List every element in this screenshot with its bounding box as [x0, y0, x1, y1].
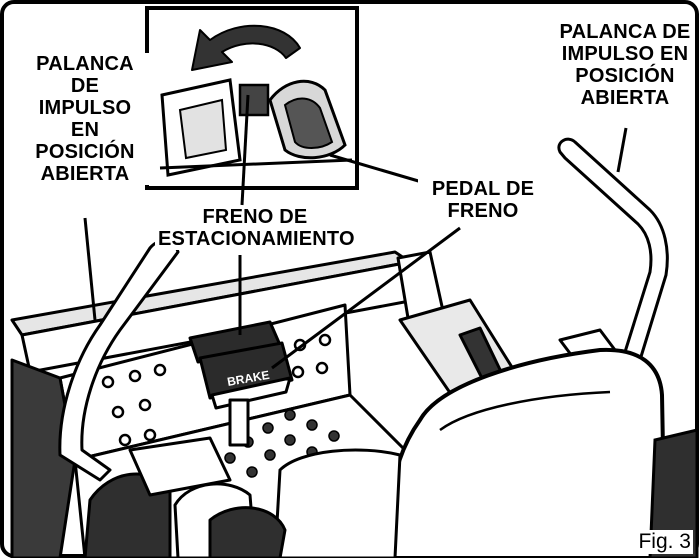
left-lever-line-6: ABIERTA	[20, 163, 150, 185]
right-motion-lever	[557, 137, 669, 362]
left-lever-line-2: DE	[20, 75, 150, 97]
left-lever-line-5: POSICIÓN	[20, 141, 150, 163]
right-lever-line-1: PALANCA DE	[555, 21, 695, 43]
left-lever-line-3: IMPULSO	[20, 97, 150, 119]
figure-number: Fig. 3	[636, 530, 693, 554]
rotation-arrow-icon	[191, 24, 301, 71]
left-lever-line-4: EN	[20, 119, 150, 141]
brake-pedal-line-2: FRENO	[418, 200, 548, 222]
brake-pedal-line-1: PEDAL DE	[418, 178, 548, 200]
parking-brake-line-2: ESTACIONAMIENTO	[155, 228, 355, 250]
front-console	[83, 436, 287, 558]
parking-brake-line-1: FRENO DE	[155, 206, 355, 228]
detail-inset	[145, 6, 359, 190]
right-lever-line-2: IMPULSO EN	[555, 43, 695, 65]
brake-pedal-callout: PEDAL DE FRENO	[418, 178, 548, 222]
right-edge-part	[648, 428, 699, 558]
left-lever-line-1: PALANCA	[20, 53, 150, 75]
brake-pedal-assembly	[188, 320, 294, 447]
right-lever-line-4: ABIERTA	[555, 87, 695, 109]
right-lever-line-3: POSICIÓN	[555, 65, 695, 87]
plate-holes	[101, 333, 332, 447]
parking-brake-callout: FRENO DE ESTACIONAMIENTO	[155, 206, 355, 250]
right-lever-callout: PALANCA DE IMPULSO EN POSICIÓN ABIERTA	[555, 21, 695, 109]
leader-lines	[83, 94, 628, 370]
left-lever-callout: PALANCA DE IMPULSO EN POSICIÓN ABIERTA	[20, 53, 150, 185]
